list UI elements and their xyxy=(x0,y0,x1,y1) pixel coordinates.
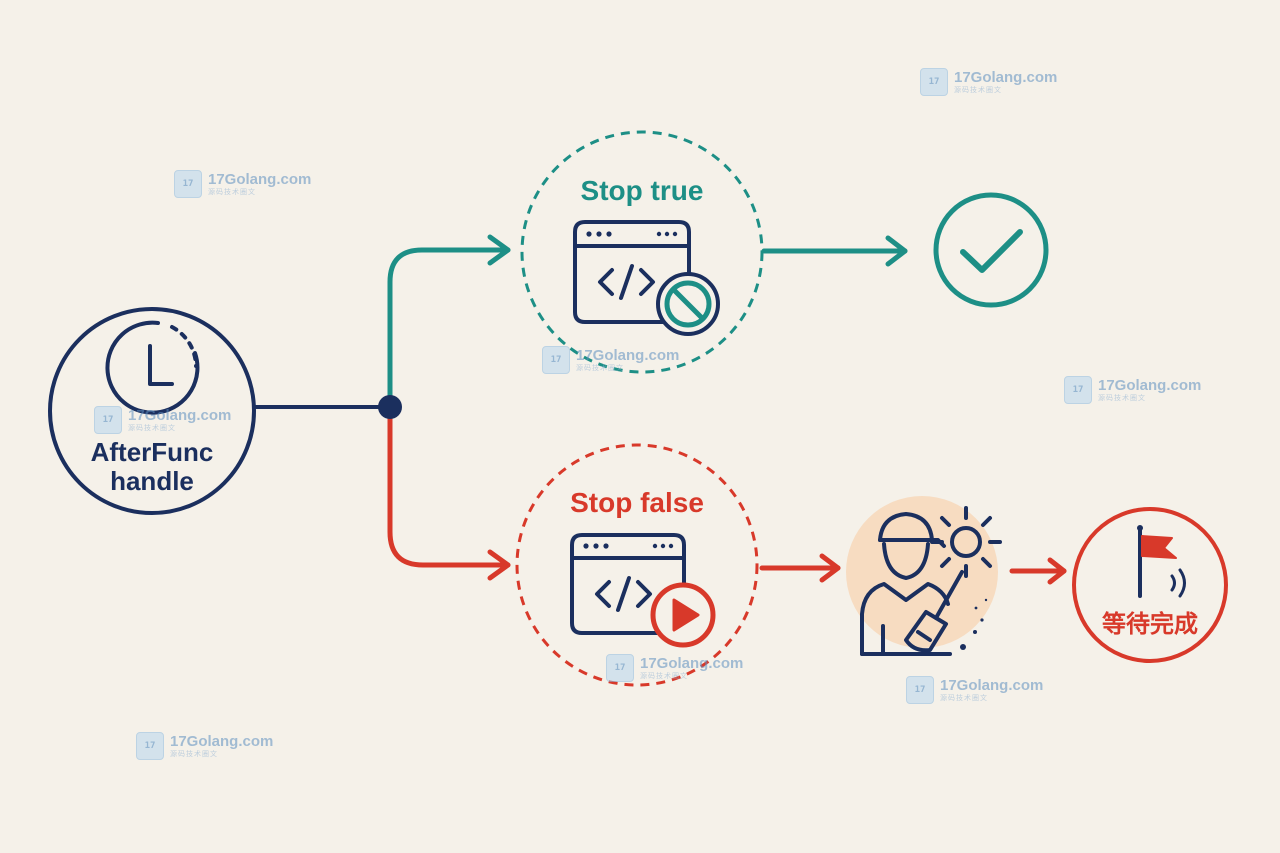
arrow-to-success-head xyxy=(885,235,908,267)
signal-waves-icon xyxy=(1170,568,1186,598)
stop-false-node: Stop false xyxy=(515,443,759,687)
junction-dot xyxy=(378,395,402,419)
branch-false-arrowhead xyxy=(487,549,511,581)
clock-icon xyxy=(105,320,200,415)
success-node xyxy=(933,192,1049,308)
prohibited-icon xyxy=(656,272,720,336)
wait-label: 等待完成 xyxy=(1102,610,1198,638)
flag-icon xyxy=(1137,525,1177,598)
checkmark-icon xyxy=(960,229,1023,273)
branch-false-connector xyxy=(387,411,511,568)
stop-true-node: Stop true xyxy=(520,130,764,374)
play-icon xyxy=(650,582,716,648)
start-label-line2: handle xyxy=(110,466,194,496)
stop-true-label: Stop true xyxy=(581,175,704,206)
start-label-line1: AfterFunc xyxy=(91,437,214,467)
start-node: AfterFunc handle xyxy=(48,307,256,515)
wait-node: 等待完成 xyxy=(1072,507,1228,663)
branch-true-connector xyxy=(387,247,511,403)
cleanup-worker-node xyxy=(846,496,1002,656)
worker-with-broom-and-gear-icon xyxy=(860,506,1002,656)
dust-particles xyxy=(960,598,988,650)
branch-true-arrowhead xyxy=(487,234,511,266)
code-window-icon xyxy=(570,533,686,635)
arrow-to-cleanup-head xyxy=(819,553,841,583)
stop-false-label: Stop false xyxy=(570,487,704,518)
arrow-to-wait-head xyxy=(1047,557,1067,585)
code-window-icon xyxy=(573,220,691,324)
